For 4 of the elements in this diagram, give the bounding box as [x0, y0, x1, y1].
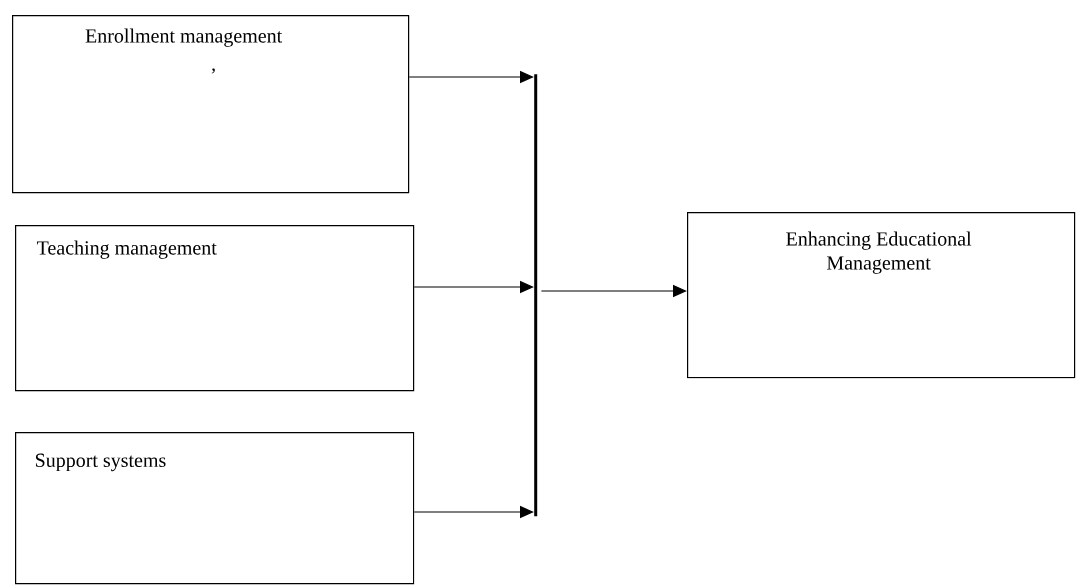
process-box: Teaching management: [15, 225, 415, 392]
process-box: Enrollment management ,: [12, 15, 410, 194]
process-box: Support systems: [15, 432, 415, 585]
process-box: Enhancing Educational Management: [687, 212, 1076, 379]
